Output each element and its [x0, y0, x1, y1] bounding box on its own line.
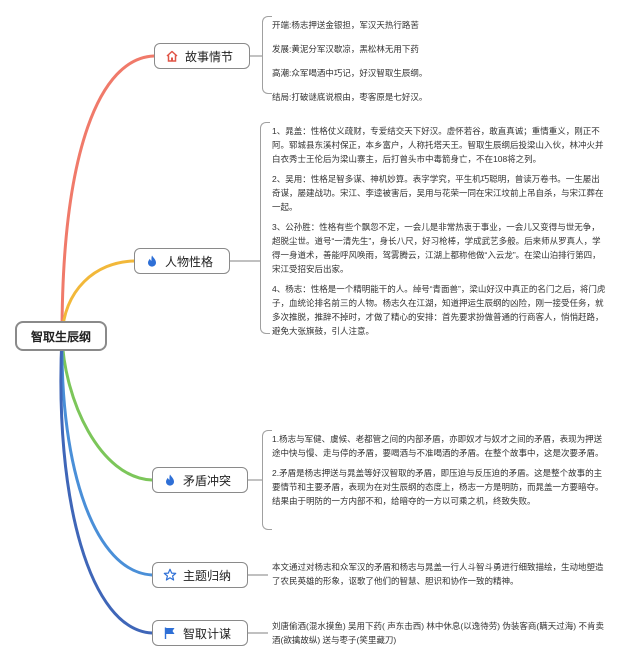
star-icon	[163, 568, 177, 581]
flame-icon	[148, 255, 156, 267]
topic-label: 人物性格	[165, 254, 214, 269]
topic-label: 智取计谋	[183, 626, 232, 641]
topic-label: 主题归纳	[183, 568, 232, 583]
detail-item: 4、杨志：性格是一个精明能干的人。绰号“青面兽”，梁山好汉中真正的名门之后，将门…	[272, 284, 606, 336]
detail-group-story: 开端:杨志押送金银担，军汉天热行路苦 发展:黄泥分军汉歇凉，黑松林无用下药 高潮…	[272, 18, 572, 104]
detail-item: 刘唐偷酒(混水摸鱼) 吴用下药( 声东击西) 林中休息(以逸待劳) 伪装客商(瞒…	[272, 621, 604, 645]
bracket	[260, 122, 270, 334]
detail-item: 本文通过对杨志和众军汉的矛盾和杨志与晁盖一行人斗智斗勇进行细致描绘，生动地塑造了…	[272, 562, 604, 586]
topic-label: 故事情节	[185, 49, 234, 64]
house-icon	[166, 50, 178, 62]
detail-item: 2.矛盾是杨志押送与晁盖等好汉智取的矛盾，即压迫与反压迫的矛盾。这是整个故事的主…	[272, 468, 604, 506]
flag-icon	[164, 627, 175, 639]
branch-strategy	[59, 334, 154, 635]
topic-strategy[interactable]: 智取计谋	[152, 620, 248, 646]
root-title: 智取生辰纲	[30, 329, 91, 344]
detail-item: 高潮:众军喝酒中巧记，好汉智取生辰纲。	[272, 68, 428, 78]
bracket	[262, 16, 272, 94]
flame-icon	[166, 474, 174, 486]
detail-group-strategy: 刘唐偷酒(混水摸鱼) 吴用下药( 声东击西) 林中休息(以逸待劳) 伪装客商(瞒…	[272, 619, 608, 647]
topic-conflict[interactable]: 矛盾冲突	[152, 467, 248, 493]
topic-characters[interactable]: 人物性格	[134, 248, 230, 274]
detail-item: 2、吴用：性格足智多谋、神机妙算。表字学究，平生机巧聪明，曾读万卷书。一生屡出奇…	[272, 174, 604, 212]
detail-item: 开端:杨志押送金银担，军汉天热行路苦	[272, 20, 419, 30]
branch-conflict	[60, 334, 154, 482]
detail-item: 1、晁盖：性格仗义疏财，专爱结交天下好汉。虚怀若谷，敢直真诚；重情重义，刚正不阿…	[272, 126, 604, 164]
detail-item: 结局:打破谜底说根由，枣客原是七好汉。	[272, 92, 428, 102]
bracket	[262, 430, 272, 530]
branch-theme	[60, 334, 154, 577]
topic-label: 矛盾冲突	[183, 473, 232, 488]
detail-item: 1.杨志与军健、虞候、老都管之间的内部矛盾，亦即奴才与奴才之间的矛盾，表现为押送…	[272, 434, 604, 458]
branch-story	[60, 54, 156, 338]
topic-story[interactable]: 故事情节	[154, 43, 250, 69]
detail-item: 3、公孙胜：性格有些个飘忽不定，一会儿是非常热衷于事业，一会儿又变得与世无争，超…	[272, 222, 601, 274]
detail-group-theme: 本文通过对杨志和众军汉的矛盾和杨志与晁盖一行人斗智斗勇进行细致描绘，生动地塑造了…	[272, 560, 604, 588]
root-topic[interactable]: 智取生辰纲	[15, 321, 107, 351]
detail-group-characters: 1、晁盖：性格仗义疏财，专爱结交天下好汉。虚怀若谷，敢直真诚；重情重义，刚正不阿…	[272, 124, 608, 338]
detail-group-conflict: 1.杨志与军健、虞候、老都管之间的内部矛盾，亦即奴才与奴才之间的矛盾，表现为押送…	[272, 432, 604, 508]
detail-item: 发展:黄泥分军汉歇凉，黑松林无用下药	[272, 44, 419, 54]
topic-theme[interactable]: 主题归纳	[152, 562, 248, 588]
